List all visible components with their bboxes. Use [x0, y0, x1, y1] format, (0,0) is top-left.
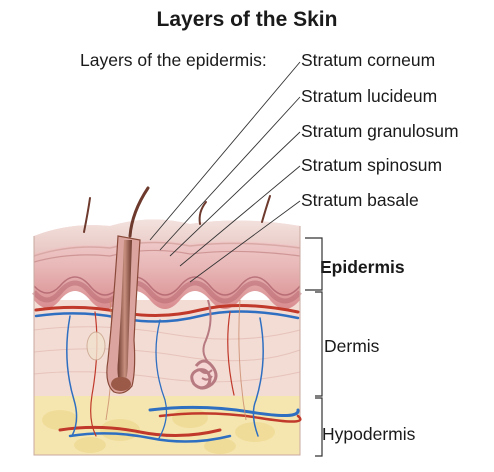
region-brackets: [305, 237, 323, 457]
label-epidermis: Epidermis: [320, 257, 405, 277]
hair-shafts: [83, 186, 271, 238]
sebaceous-gland: [86, 331, 106, 361]
label-stratum-basale: Stratum basale: [301, 190, 419, 210]
diagram-title: Layers of the Skin: [156, 8, 338, 31]
label-stratum-granulosum: Stratum granulosum: [301, 121, 459, 141]
hair-follicle: [106, 235, 141, 394]
label-hypodermis: Hypodermis: [322, 424, 416, 444]
dermis-bracket: [315, 291, 323, 397]
label-dermis: Dermis: [324, 336, 380, 356]
label-stratum-spinosum: Stratum spinosum: [301, 155, 443, 175]
sweat-gland: [190, 299, 218, 390]
epidermis-bracket: [305, 237, 323, 291]
leader-lines: [149, 61, 301, 283]
stratum-corneum-band: [34, 219, 300, 254]
label-stratum-lucideum: Stratum lucideum: [301, 86, 438, 106]
blood-vessels: [34, 304, 302, 443]
stratum-basale-wave: [32, 280, 302, 304]
hypodermis-bracket: [315, 397, 323, 457]
epidermis-layers-label: Layers of the epidermis:: [80, 50, 267, 70]
label-stratum-corneum: Stratum corneum: [301, 50, 436, 70]
